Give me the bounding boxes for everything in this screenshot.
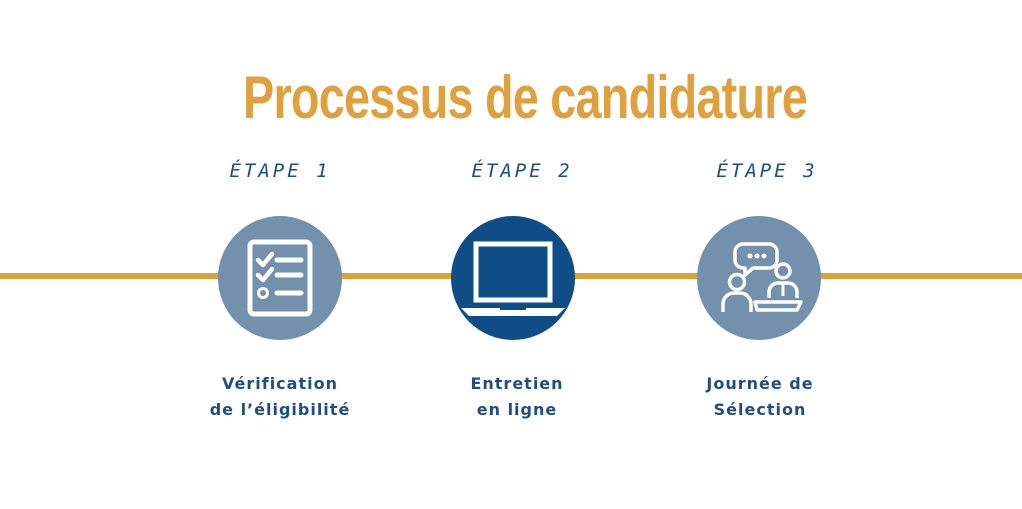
checklist-icon xyxy=(247,239,313,317)
laptop-icon xyxy=(461,241,565,316)
step-1-caption-line2: de l’éligibilité xyxy=(209,400,351,419)
step-3-circle xyxy=(697,216,821,340)
step-1-circle xyxy=(218,216,342,340)
step-3-caption-line1: Journée de xyxy=(706,374,814,393)
page-title: Processus de candidature xyxy=(243,64,808,131)
step-3-caption-line2: Sélection xyxy=(713,400,807,419)
step-3-label: ÉTAPE 3 xyxy=(716,160,818,182)
meeting-icon xyxy=(721,242,803,312)
step-2-label: ÉTAPE 2 xyxy=(471,160,573,182)
step-3-caption: Journée de Sélection xyxy=(640,371,880,423)
step-1-label: ÉTAPE 1 xyxy=(229,160,331,182)
step-2-caption: Entretien en ligne xyxy=(397,371,637,423)
step-1-caption: Vérification de l’éligibilité xyxy=(160,371,400,423)
step-2-caption-line1: Entretien xyxy=(470,374,564,393)
step-2-caption-line2: en ligne xyxy=(476,400,558,419)
step-1-caption-line1: Vérification xyxy=(222,374,338,393)
step-2-circle xyxy=(451,216,575,340)
